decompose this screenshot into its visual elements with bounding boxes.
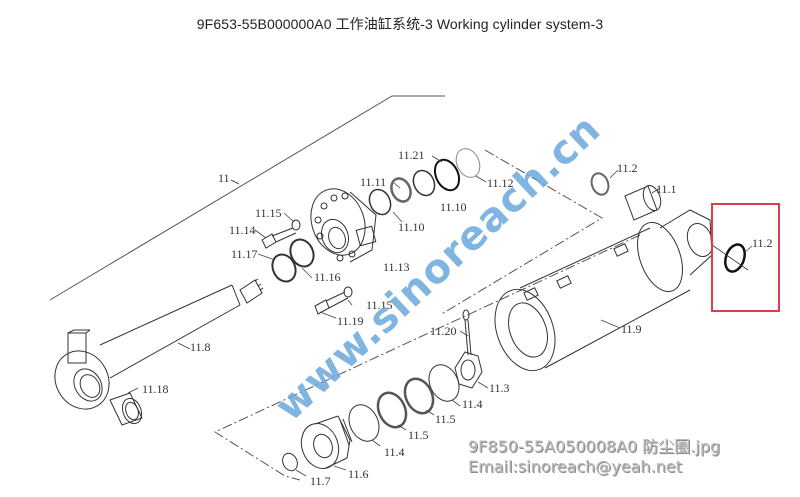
piston-11-6 [300, 415, 353, 469]
upper-group-boundary [439, 149, 603, 316]
highlight-box-11-2 [711, 203, 780, 312]
label-11: 11 [218, 171, 230, 185]
diagram-title: 9F653-55B000000A0 工作油缸系统-3 Working cylin… [196, 16, 604, 32]
guide-sleeve-11-13 [310, 188, 377, 263]
label-11-16: 11.16 [314, 270, 341, 284]
lower-group-boundary [213, 234, 641, 481]
label-11-15-b: 11.15 [366, 298, 393, 312]
label-11-21: 11.21 [398, 148, 425, 162]
label-11-6: 11.6 [348, 467, 369, 481]
bolt-11-19 [314, 291, 349, 315]
label-11-18: 11.18 [142, 382, 169, 396]
label-11-4-a: 11.4 [462, 397, 483, 411]
ring-11-21 [433, 158, 461, 192]
leader-lines [127, 155, 753, 477]
washer-11-15 [291, 219, 301, 231]
split-pin-11-20 [462, 309, 472, 356]
sleeve-11-1 [624, 184, 662, 221]
label-11-8: 11.8 [190, 340, 211, 354]
ring-11-5a [403, 377, 435, 415]
ring-11-17 [271, 253, 297, 283]
label-11-14: 11.14 [229, 223, 256, 237]
bolt-11-14 [261, 227, 297, 249]
label-11-2-a: 11.2 [617, 161, 638, 175]
footer-filename: 9F850-55A050008A0 防尘圈.jpg [468, 437, 721, 456]
ring-11-12 [455, 148, 481, 178]
ring-11-16 [289, 238, 315, 268]
label-11-17: 11.17 [231, 247, 258, 261]
label-11-19: 11.19 [337, 314, 364, 328]
label-11-4-b: 11.4 [384, 445, 405, 459]
label-11-20: 11.20 [430, 324, 457, 338]
ring-11-2a [590, 172, 610, 196]
assembly-boundary-line [49, 95, 445, 301]
cylinder-barrel-11-9 [494, 209, 714, 372]
label-11-13: 11.13 [383, 260, 410, 274]
bushing-11-18 [109, 392, 143, 426]
label-11-2-b: 11.2 [752, 236, 773, 250]
label-11-10-a: 11.10 [440, 200, 467, 214]
label-11-11: 11.11 [360, 175, 387, 189]
label-11-5-a: 11.5 [435, 412, 456, 426]
washer-11-15b [343, 286, 353, 298]
label-11-10-b: 11.10 [398, 220, 425, 234]
label-11-12: 11.12 [487, 176, 514, 190]
label-11-5-b: 11.5 [408, 428, 429, 442]
ring-11-11 [390, 177, 412, 203]
ring-11-10b [368, 188, 392, 216]
ring-11-10a [412, 169, 436, 197]
ring-11-7 [282, 452, 298, 472]
label-11-1: 11.1 [656, 182, 677, 196]
label-11-3: 11.3 [489, 381, 510, 395]
ring-11-4a [428, 364, 460, 402]
label-11-15-a: 11.15 [255, 206, 282, 220]
label-11-9: 11.9 [621, 322, 642, 336]
piston-rod [54, 278, 264, 410]
footer-email: Email:sinoreach@yeah.net [468, 457, 682, 476]
label-11-7: 11.7 [310, 474, 331, 488]
